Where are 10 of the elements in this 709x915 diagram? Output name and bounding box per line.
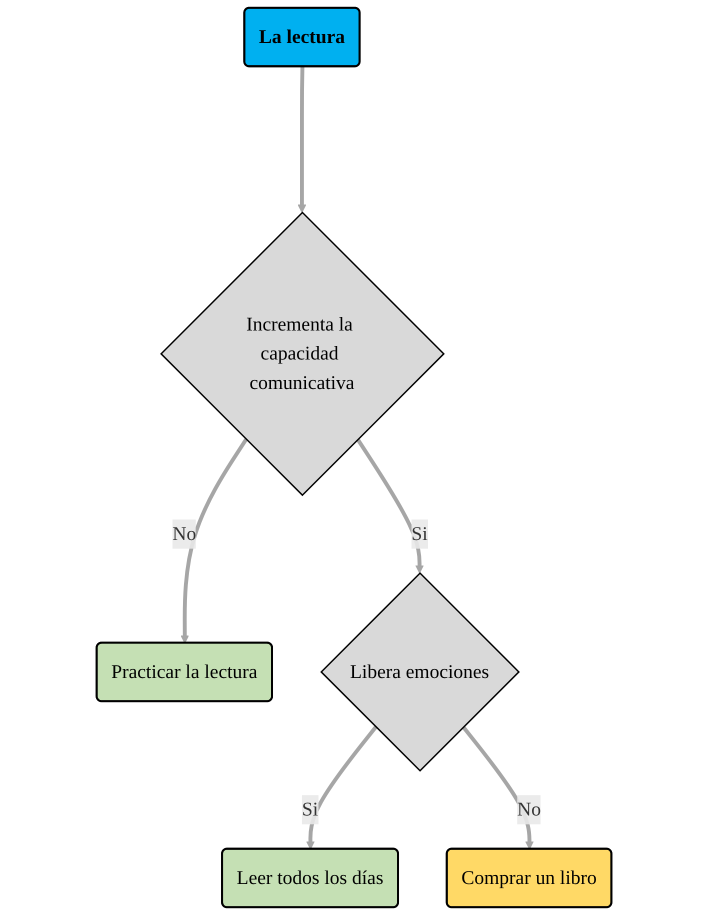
edge-label: No [518,799,542,820]
node-diamond: Libera emociones [320,572,520,772]
arrow [356,438,424,574]
node-diamond: Incrementa la capacidad comunicativa [160,211,446,496]
arrow [298,66,307,213]
arrow [306,726,378,850]
arrow [180,438,248,644]
edge-label: Si [412,523,428,545]
edge-label: No [172,523,197,545]
edge-label: Si [302,799,319,820]
